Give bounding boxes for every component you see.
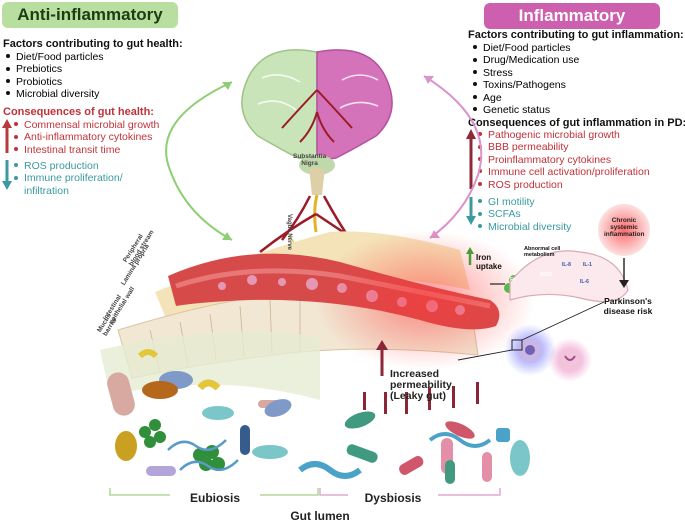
list-item: Age [471,92,579,104]
eubiosis-microbes [107,349,292,476]
list-item: Toxins/Pathogens [471,79,579,91]
list-item: Drug/Medication use [471,54,579,66]
left-down-list: ROS production Immune proliferation/ inf… [12,160,123,197]
list-item: Diet/Food particles [4,51,104,63]
list-item: Probiotics [4,76,104,88]
right-factors-list: Diet/Food particles Drug/Medication use … [471,42,579,116]
list-item: Microbial diversity [4,88,104,100]
left-consequences-title: Consequences of gut health: [3,106,154,118]
mitochondrion [509,250,629,303]
brain-right-hemisphere [316,49,393,160]
eubiosis-label: Eubiosis [170,491,260,505]
left-factors-list: Diet/Food particles Prebiotics Probiotic… [4,51,104,101]
list-item: Diet/Food particles [471,42,579,54]
list-item: Genetic status [471,104,579,116]
list-item: Intestinal transit time [12,144,159,156]
left-factors-title: Factors contributing to gut health: [3,38,183,50]
right-consequences-title: Consequences of gut inflammation in PD: [468,117,685,129]
list-item: ROS production [476,179,650,191]
green-cycle-arrow [165,81,233,241]
right-up-list: Pathogenic microbial growth BBB permeabi… [476,129,650,191]
brainstem [309,168,325,195]
list-item: Pathogenic microbial growth [476,129,650,141]
brain-left-hemisphere [241,49,318,160]
list-item: ROS production [12,160,123,172]
list-item: SCFAs [476,208,571,220]
vagus-nerve-label: Vagus Nerve [286,214,292,251]
down-arrow-icon [466,197,476,225]
list-item: Stress [471,67,579,79]
list-item: infiltration [24,184,69,197]
list-item: Microbial diversity [476,221,571,233]
right-down-list: GI motility SCFAs Microbial diversity [476,196,571,233]
cerebellum [299,155,335,175]
right-factors-title: Factors contributing to gut inflammation… [468,29,684,41]
dysbiosis-microbes [298,382,530,484]
dysbiosis-label: Dysbiosis [348,491,438,505]
list-item: Prebiotics [4,63,104,75]
left-up-list: Commensal microbial growth Anti-inflamma… [12,119,159,156]
il8-label: IL-8 [562,262,571,268]
chronic-inflammation-circle [598,204,650,256]
pink-cycle-arrow [423,75,483,239]
il6-label: IL-6 [580,279,589,285]
anti-inflammatory-header: Anti-inflammatory [2,2,178,28]
ros-label: ROS [540,272,552,278]
list-item: Proinflammatory cytokines [476,154,650,166]
up-arrow-icon [466,129,476,189]
down-arrow-icon [2,160,12,190]
gut-lumen-label: Gut lumen [290,509,350,523]
vagus-nerve [313,194,319,233]
fe-label: Fe [510,277,516,283]
il1-label: IL-1 [583,262,592,268]
list-item: Commensal microbial growth [12,119,159,131]
list-item: Immune proliferation/ [12,172,123,184]
list-item: GI motility [476,196,571,208]
inflammatory-header: Inflammatory [484,3,660,29]
up-arrow-icon [2,119,12,153]
list-item: Anti-inflammatory cytokines [12,131,159,143]
